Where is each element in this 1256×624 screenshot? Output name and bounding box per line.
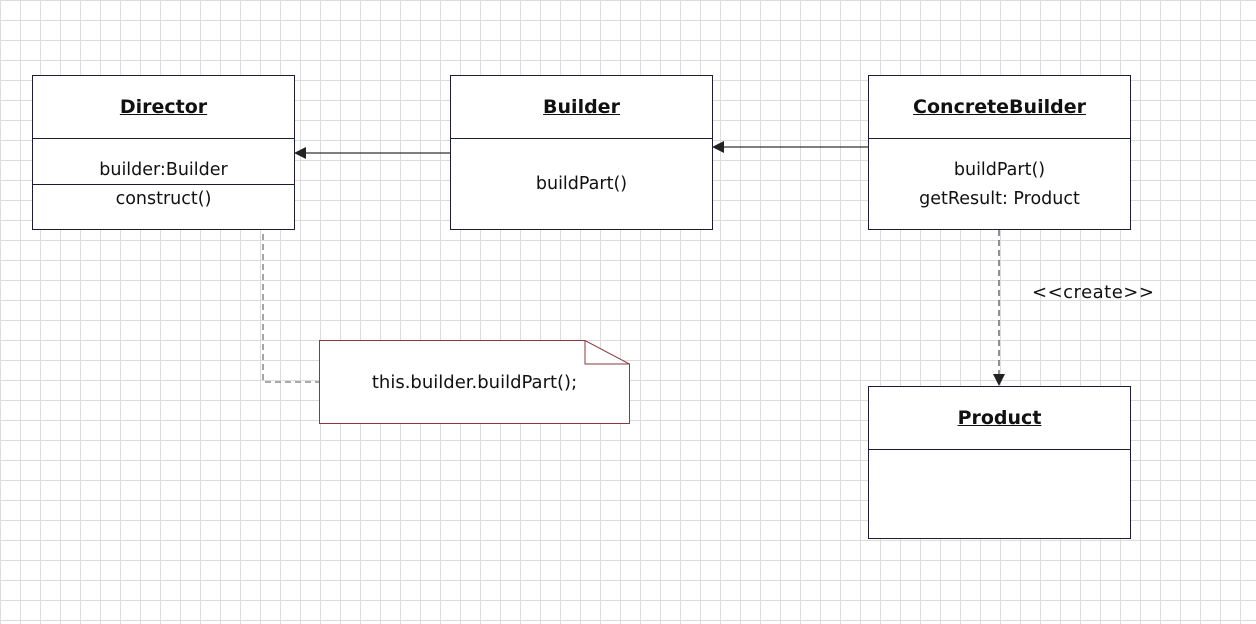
class-director-body: builder:Builder construct() xyxy=(33,138,294,229)
create-dependency-arrowhead xyxy=(993,374,1005,386)
note-text: this.builder.buildPart(); xyxy=(371,371,578,393)
class-builder-operation: buildPart() xyxy=(535,174,628,194)
class-director-operation: construct() xyxy=(115,189,212,209)
class-product-header: Product xyxy=(869,387,1130,450)
class-concrete-builder-operation: getResult: Product xyxy=(919,189,1080,209)
class-concrete-builder-operation: buildPart() xyxy=(953,160,1046,180)
note[interactable]: this.builder.buildPart(); xyxy=(319,340,630,424)
class-concrete-builder-header: ConcreteBuilder xyxy=(869,76,1130,139)
class-director-attribute: builder:Builder xyxy=(99,160,228,180)
class-director-header: Director xyxy=(33,76,294,139)
create-stereotype-label: <<create>> xyxy=(1032,282,1155,303)
note-shape xyxy=(319,340,630,424)
class-builder-body: buildPart() xyxy=(451,138,712,229)
builder-to-director-arrowhead xyxy=(294,147,306,159)
class-director-divider xyxy=(33,184,294,185)
class-product-name: Product xyxy=(957,407,1042,429)
class-director[interactable]: Director builder:Builder construct() xyxy=(32,75,295,230)
class-product-body xyxy=(869,449,1130,538)
class-concrete-builder-name: ConcreteBuilder xyxy=(913,96,1086,118)
note-fold xyxy=(584,340,630,365)
class-director-name: Director xyxy=(119,96,208,118)
class-builder-header: Builder xyxy=(451,76,712,139)
concretebuilder-to-builder-arrowhead xyxy=(712,141,724,153)
class-builder[interactable]: Builder buildPart() xyxy=(450,75,713,230)
note-link-line xyxy=(262,214,319,383)
class-builder-name: Builder xyxy=(543,96,620,118)
class-concrete-builder[interactable]: ConcreteBuilder buildPart() getResult: P… xyxy=(868,75,1131,230)
class-product[interactable]: Product xyxy=(868,386,1131,539)
class-concrete-builder-body: buildPart() getResult: Product xyxy=(869,138,1130,229)
